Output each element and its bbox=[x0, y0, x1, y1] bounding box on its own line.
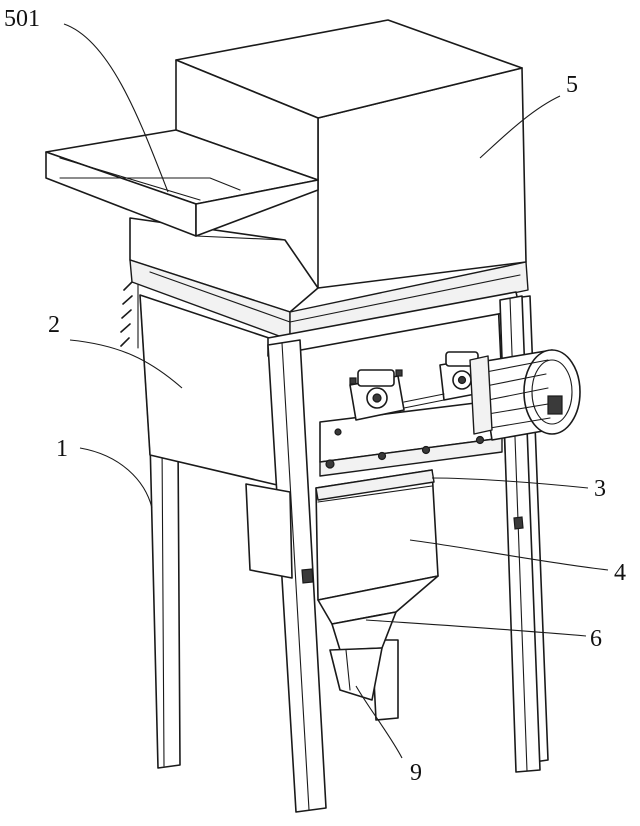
callout-1: 1 bbox=[56, 436, 68, 462]
housing-2 bbox=[120, 281, 291, 489]
callout-501: 501 bbox=[4, 6, 40, 32]
callout-5: 5 bbox=[566, 72, 578, 98]
callout-9: 9 bbox=[410, 760, 422, 786]
motor bbox=[469, 349, 581, 441]
chute-9 bbox=[329, 647, 383, 701]
callout-3: 3 bbox=[594, 476, 606, 502]
hopper-box-5 bbox=[129, 19, 529, 341]
callout-4: 4 bbox=[614, 560, 626, 586]
callout-6: 6 bbox=[590, 626, 602, 652]
feed-tray-501 bbox=[45, 129, 319, 241]
callout-labels: 501 5 2 1 3 4 6 9 bbox=[4, 6, 626, 786]
callout-2: 2 bbox=[48, 312, 60, 338]
collection-box-4 bbox=[245, 469, 439, 601]
funnel-6 bbox=[317, 575, 439, 651]
leader-lines bbox=[63, 23, 609, 759]
